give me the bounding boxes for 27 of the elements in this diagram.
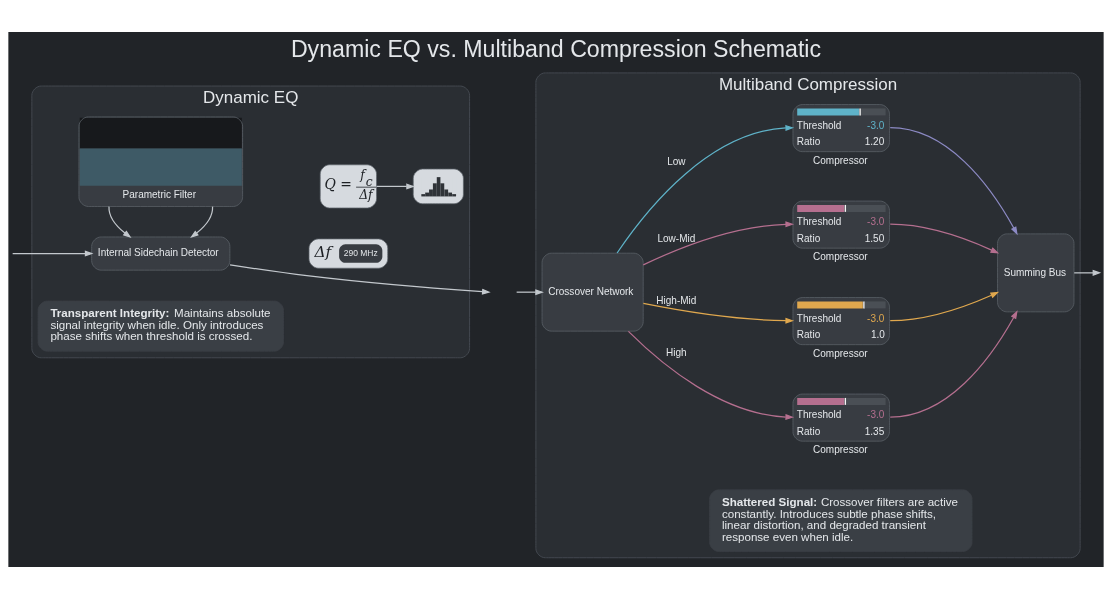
arrow bbox=[642, 221, 795, 266]
node-box: Crossover Network bbox=[541, 252, 644, 332]
arrow bbox=[889, 291, 1000, 322]
node-label: Compressor bbox=[813, 154, 868, 166]
arrow bbox=[190, 206, 214, 238]
arrow bbox=[1073, 269, 1102, 276]
node-label: Compressor bbox=[813, 251, 868, 263]
edge-label: Low-Mid bbox=[657, 233, 696, 245]
arrow bbox=[627, 330, 795, 421]
arrow bbox=[12, 250, 94, 257]
arrow bbox=[108, 206, 132, 238]
arrow bbox=[642, 302, 795, 324]
arrow bbox=[889, 127, 1018, 236]
node-label: Compressor bbox=[813, 444, 868, 456]
node-box: Summing Bus bbox=[997, 233, 1075, 313]
diagram-title: Dynamic EQ vs. Multiband Compression Schematic bbox=[290, 35, 822, 62]
node-box: Internal Sidechain Detector bbox=[91, 236, 231, 271]
arrow bbox=[516, 289, 544, 296]
arrow bbox=[889, 310, 1018, 418]
arrow bbox=[376, 183, 415, 190]
edge-label: Low bbox=[667, 156, 686, 168]
arrow bbox=[889, 223, 1000, 254]
edge-label: High bbox=[666, 346, 687, 358]
arrow bbox=[616, 124, 795, 254]
arrow bbox=[229, 264, 491, 295]
node-label: Compressor bbox=[813, 347, 868, 359]
edge-label: High-Mid bbox=[656, 295, 697, 307]
